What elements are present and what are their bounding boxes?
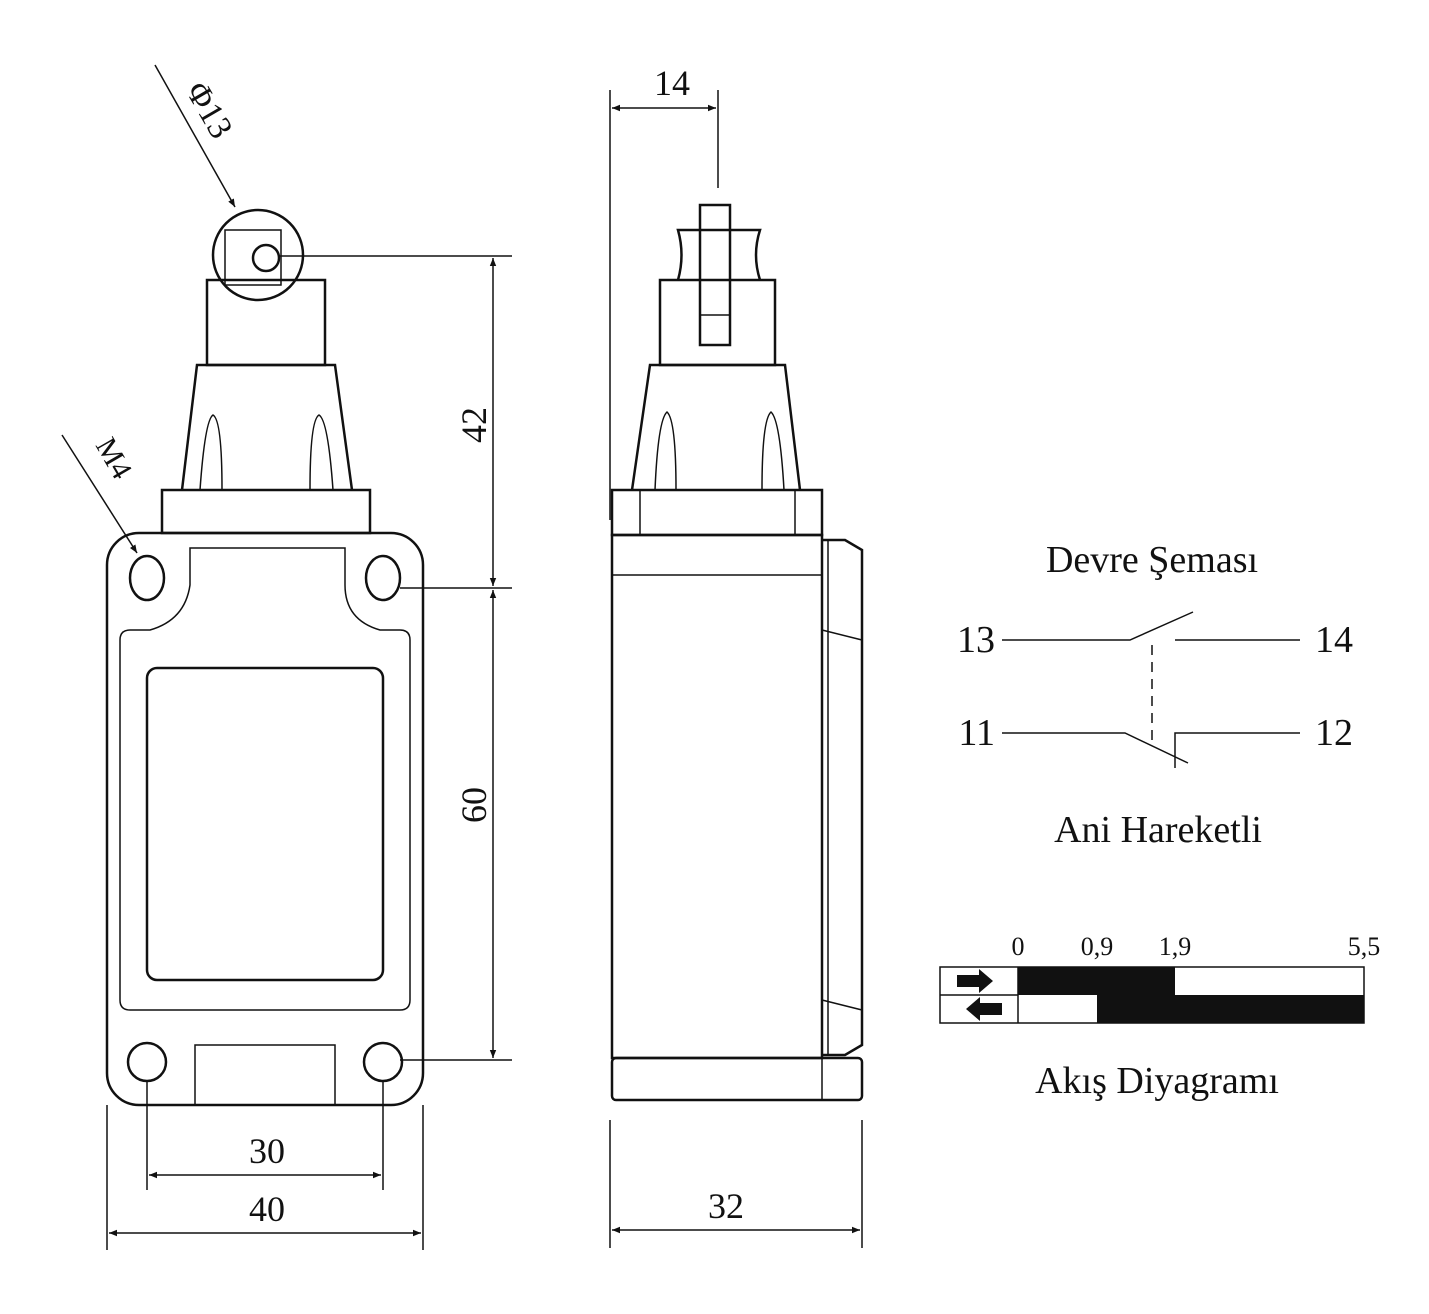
mount-hole — [126, 1041, 168, 1083]
plunger — [698, 203, 732, 347]
terminal-13: 13 — [957, 619, 995, 661]
terminal-12: 12 — [1315, 712, 1353, 754]
head-flange — [160, 488, 372, 535]
side-dimensions: 14 32 — [609, 63, 863, 1248]
arrow-left-icon — [966, 997, 1002, 1021]
circuit-title: Devre Şeması — [1046, 539, 1258, 581]
terminal-11: 11 — [958, 712, 995, 754]
tick-label: 0 — [1012, 932, 1025, 961]
mount-hole — [362, 1041, 404, 1083]
circuit-caption: Ani Hareketli — [1054, 809, 1262, 851]
head-cylinder — [205, 278, 327, 367]
terminal-14: 14 — [1315, 619, 1353, 661]
mount-hole — [364, 554, 402, 602]
tick-label: 1,9 — [1159, 932, 1192, 961]
tick-label: 5,5 — [1348, 932, 1381, 961]
tick-label: 0,9 — [1081, 932, 1114, 961]
front-dimensions: 42 60 30 40 Φ13 M4 — [61, 64, 512, 1250]
front-view — [105, 208, 425, 1107]
flow-diagram: 0 0,9 1,9 5,5 Akış Diyagramı — [939, 932, 1381, 1102]
dim-40: 40 — [249, 1189, 285, 1229]
contact-closed-bar-reverse — [1097, 995, 1364, 1023]
dim-30: 30 — [249, 1131, 285, 1171]
side-view — [610, 203, 864, 1102]
dim-32: 32 — [708, 1186, 744, 1226]
arrow-right-icon — [957, 969, 993, 993]
dim-42: 42 — [454, 407, 494, 443]
dim-thread: M4 — [89, 432, 138, 485]
flow-caption: Akış Diyagramı — [1035, 1060, 1279, 1102]
dim-60: 60 — [454, 787, 494, 823]
contact-closed-bar-forward — [1018, 967, 1175, 995]
circuit-diagram: Devre Şeması 13 14 11 12 Ani Hareketli — [957, 539, 1353, 851]
roller-pin — [251, 243, 281, 273]
dim-roller-diameter: Φ13 — [178, 76, 239, 145]
label-window — [145, 666, 385, 982]
mount-hole — [128, 554, 166, 602]
roller — [211, 208, 305, 302]
dim-14: 14 — [654, 63, 690, 103]
